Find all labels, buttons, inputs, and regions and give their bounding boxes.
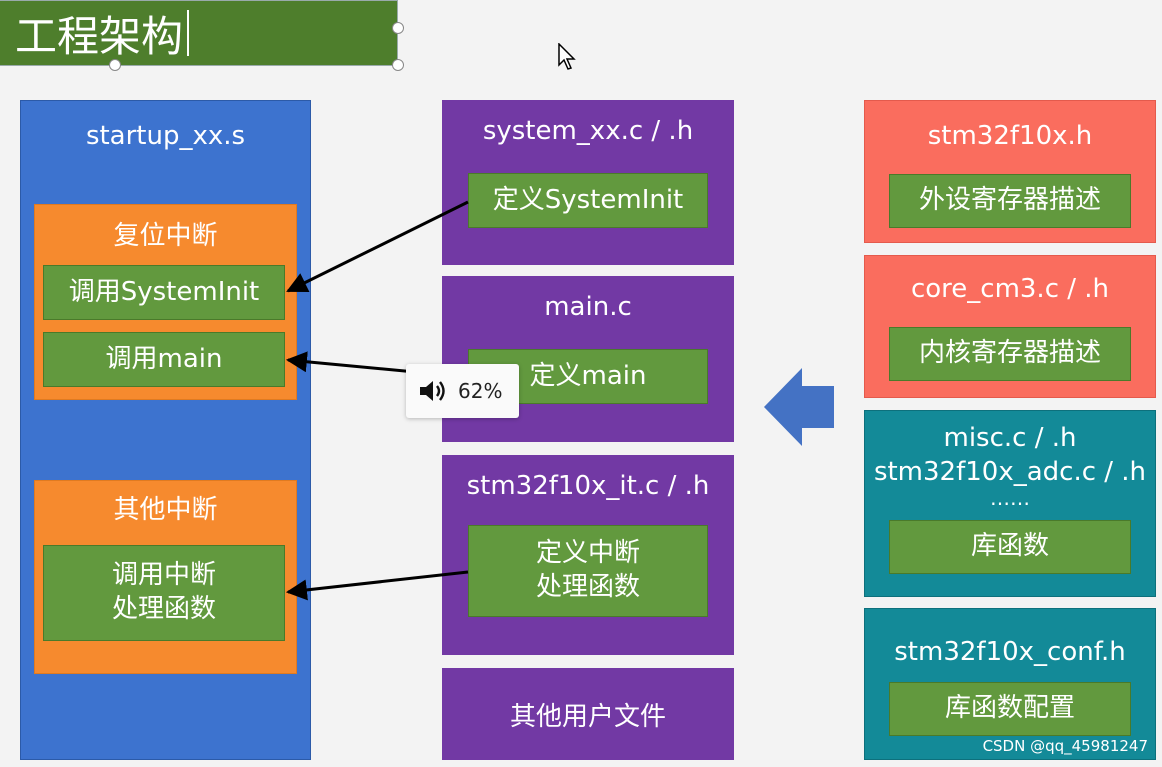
- volume-level: 62%: [458, 379, 503, 403]
- peripheral-register-label: 外设寄存器描述: [918, 185, 1101, 216]
- volume-badge: 62%: [406, 364, 519, 418]
- it-file-label: stm32f10x_it.c / .h: [466, 471, 710, 501]
- library-functions-label: 库函数: [970, 531, 1049, 562]
- call-systeminit-box: 调用SystemInit: [43, 265, 285, 320]
- call-handler-line2: 处理函数: [111, 594, 216, 624]
- resize-handle-bottom[interactable]: [109, 59, 121, 71]
- text-caret: [187, 10, 190, 56]
- core-register-box: 内核寄存器描述: [889, 327, 1131, 381]
- arrow-systeminit-to-call: [286, 200, 469, 293]
- library-config-label: 库函数配置: [944, 693, 1075, 724]
- reset-interrupt-label: 复位中断: [113, 221, 218, 251]
- other-user-files-box: 其他用户文件: [442, 668, 734, 760]
- define-systeminit-box: 定义SystemInit: [468, 173, 708, 228]
- resize-handle-bottom-right[interactable]: [392, 59, 404, 71]
- define-handler-line1: 定义中断: [535, 538, 640, 569]
- library-functions-box: 库函数: [889, 520, 1131, 574]
- watermark: CSDN @qq_45981247: [982, 737, 1148, 755]
- call-main-label: 调用main: [105, 343, 223, 374]
- define-systeminit-label: 定义SystemInit: [492, 184, 684, 215]
- core-register-label: 内核寄存器描述: [918, 338, 1101, 369]
- conf-h-label: stm32f10x_conf.h: [894, 637, 1126, 667]
- resize-handle-right[interactable]: [392, 22, 404, 34]
- library-files-label: misc.c / .h stm32f10x_adc.c / .h ……: [865, 421, 1155, 510]
- speaker-icon: [420, 381, 445, 401]
- library-config-box: 库函数配置: [889, 682, 1131, 736]
- library-files-line2: stm32f10x_adc.c / .h: [873, 457, 1147, 487]
- main-file-label: main.c: [544, 292, 632, 322]
- arrow-handler-to-call: [285, 570, 469, 601]
- define-main-label: 定义main: [529, 360, 647, 391]
- library-files-ellipsis: ……: [990, 486, 1030, 510]
- stm32f10x-h-label: stm32f10x.h: [927, 121, 1093, 151]
- peripheral-register-box: 外设寄存器描述: [889, 174, 1131, 228]
- other-user-files-label: 其他用户文件: [509, 701, 666, 732]
- call-main-box: 调用main: [43, 332, 285, 387]
- left-pointing-arrow-icon: [764, 368, 834, 446]
- other-interrupt-label: 其他中断: [113, 495, 218, 525]
- startup-file-label: startup_xx.s: [85, 121, 246, 151]
- system-file-label: system_xx.c / .h: [482, 116, 694, 146]
- library-files-line1: misc.c / .h: [943, 423, 1077, 453]
- define-handler-box: 定义中断 处理函数: [468, 525, 708, 617]
- title-box[interactable]: 工程架构: [0, 0, 398, 66]
- mouse-cursor-icon: [558, 43, 576, 70]
- call-handler-box: 调用中断 处理函数: [43, 545, 285, 641]
- core-cm3-label: core_cm3.c / .h: [910, 274, 1110, 304]
- page-title: 工程架构: [15, 11, 184, 61]
- call-systeminit-label: 调用SystemInit: [68, 276, 260, 307]
- define-handler-line2: 处理函数: [535, 572, 640, 602]
- call-handler-line1: 调用中断: [111, 560, 216, 591]
